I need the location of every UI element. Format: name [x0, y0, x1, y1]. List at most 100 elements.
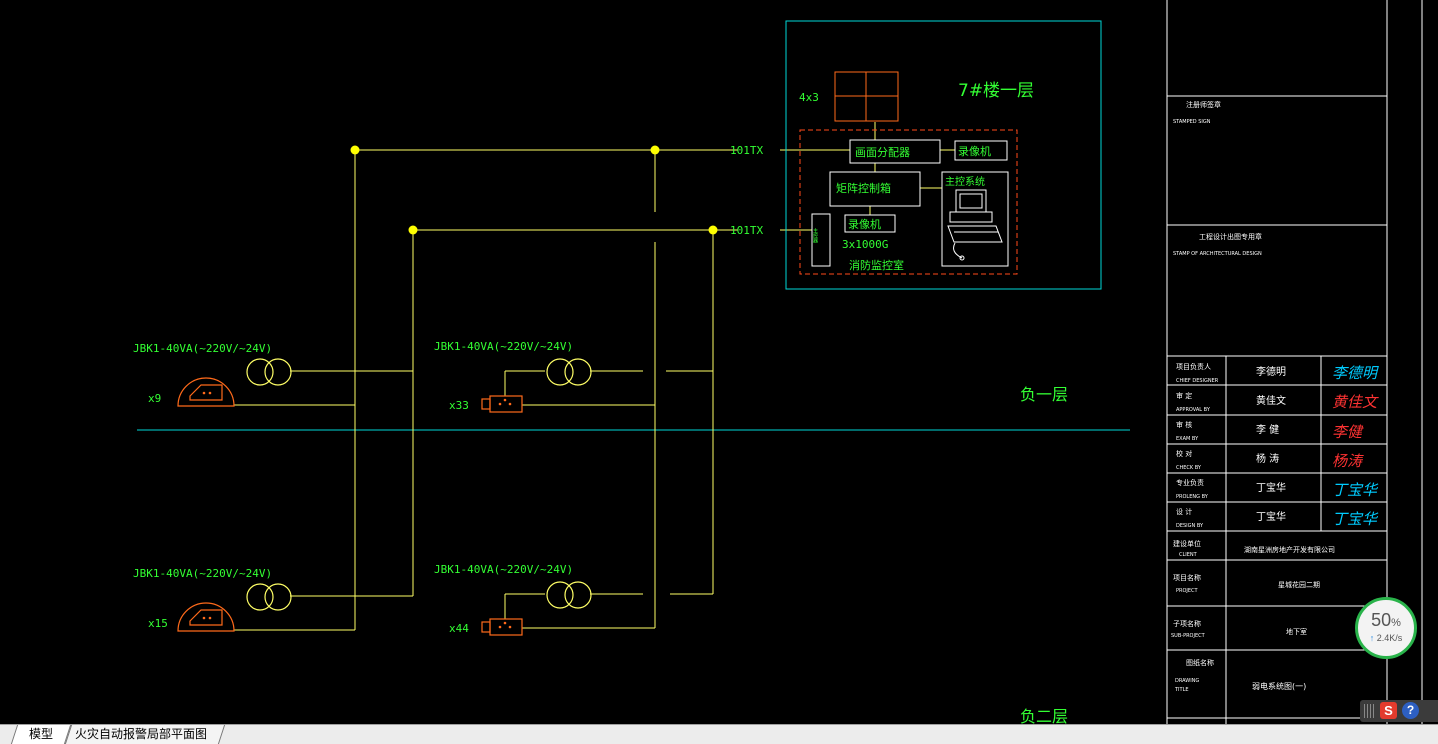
monitor-wall-icon: [834, 71, 899, 122]
junction-node: [708, 225, 718, 235]
camera-lens-icon: [202, 391, 206, 395]
row-name: 丁宝华: [1256, 510, 1286, 523]
recorder-box: [954, 140, 1008, 161]
row-label-en: APPROVAL BY: [1176, 407, 1211, 413]
camera-count-label: x15: [148, 617, 168, 630]
help-icon[interactable]: ?: [1402, 702, 1419, 719]
project-value: 星城花园二期: [1278, 580, 1320, 589]
row-label-cn: 项目负责人: [1176, 362, 1211, 371]
control-room-name: 消防监控室: [849, 258, 904, 272]
row-signature: 丁宝华: [1332, 510, 1379, 528]
camera-lens-icon: [202, 616, 206, 620]
row-name: 李 健: [1256, 423, 1279, 436]
row-signature: 丁宝华: [1332, 481, 1379, 499]
client-label-en: CLIENT: [1179, 552, 1198, 558]
transformer-spec-label: JBK1-40VA(~220V/~24V): [133, 567, 272, 580]
row-name: 黄佳文: [1256, 394, 1286, 407]
row-signature: 李健: [1332, 423, 1364, 441]
screen-splitter-box: [849, 139, 941, 164]
vertical-controller-label: 主控器: [812, 227, 818, 244]
transformer-spec-label: JBK1-40VA(~220V/~24V): [434, 563, 573, 576]
project-info: 建设单位 CLIENT 湖南星洲房地产开发有限公司 项目名称 PROJECT 星…: [1171, 539, 1335, 693]
row-label-en: PROLENG BY: [1176, 494, 1209, 500]
dome-camera-icon: [177, 377, 235, 632]
stamp-sign-cn: 注册师签章: [1186, 100, 1221, 109]
floor-label-basement1: 负一层: [1020, 385, 1068, 404]
stamp-sign-en: STAMPED SIGN: [1173, 119, 1211, 125]
junction-node: [650, 145, 660, 155]
network-speed-widget[interactable]: 50% ↑ 2.4K/s: [1355, 597, 1417, 659]
drawing-title-label-en1: DRAWING: [1175, 678, 1199, 684]
row-signature: 黄佳文: [1332, 393, 1379, 411]
project-label-cn: 项目名称: [1173, 573, 1201, 582]
box-camera-icon: [481, 395, 523, 636]
dvr-box: [844, 214, 896, 233]
row-label-en: DESIGN BY: [1176, 523, 1204, 529]
bus-label-101tx: 101TX: [730, 224, 763, 237]
drawing-title-label-en2: TITLE: [1174, 687, 1189, 693]
subproject-value: 地下室: [1286, 627, 1307, 636]
subproject-label-cn: 子项名称: [1173, 619, 1201, 628]
drag-handle-icon[interactable]: [1364, 704, 1374, 718]
drawing-title-value: 弱电系统图(一): [1252, 681, 1306, 691]
main-system-label: 主控系统: [945, 175, 985, 188]
computer-workstation-icon: [947, 189, 1003, 261]
bus-label-101tx: 101TX: [730, 144, 763, 157]
matrix-controller-box: [829, 171, 921, 207]
tab-fire-alarm-layout[interactable]: 火灾自动报警局部平面图: [64, 725, 226, 744]
row-label-cn: 审 核: [1176, 420, 1192, 429]
tab-model[interactable]: 模型: [10, 725, 72, 744]
row-label-cn: 设 计: [1176, 507, 1192, 516]
cad-model-space[interactable]: 101TX 101TX JBK1-40VA(~220V/~24V) x9 JBK…: [0, 0, 1438, 724]
camera-count-label: x9: [148, 392, 161, 405]
camera-lens-icon: [208, 391, 212, 395]
camera-lens-icon: [208, 616, 212, 620]
sogou-logo-icon[interactable]: S: [1380, 702, 1397, 719]
row-label-en: CHECK BY: [1176, 465, 1202, 471]
row-label-en: CHIEF DESIGNER: [1176, 378, 1219, 384]
arch-stamp-cn: 工程设计出图专用章: [1199, 232, 1262, 241]
monitor-grid-label: 4x3: [799, 91, 819, 104]
vertical-controller-box: [811, 213, 831, 267]
subproject-label-en: SUB-PROJECT: [1171, 633, 1206, 639]
junction-node: [350, 145, 360, 155]
layout-tab-bar: 模型 火灾自动报警局部平面图: [0, 724, 1438, 744]
control-room-dashed-box: [799, 129, 1018, 275]
row-label-cn: 审 定: [1176, 391, 1192, 400]
row-signature: 李德明: [1332, 364, 1379, 382]
transformer-spec-label: JBK1-40VA(~220V/~24V): [434, 340, 573, 353]
speed-rate: ↑ 2.4K/s: [1369, 633, 1403, 643]
upload-arrow-icon: ↑: [1369, 633, 1375, 643]
row-label-en: EXAM BY: [1176, 436, 1199, 442]
row-name: 李德明: [1256, 365, 1286, 378]
junction-node: [408, 225, 418, 235]
main-system-box: [941, 171, 1009, 267]
recorder-label: 录像机: [958, 144, 991, 158]
client-label-cn: 建设单位: [1173, 539, 1201, 548]
camera-count-label: x33: [449, 399, 469, 412]
transformer-spec-label: JBK1-40VA(~220V/~24V): [133, 342, 272, 355]
floor-label-building7: 7#楼一层: [958, 81, 1034, 101]
bus-wires: [234, 122, 955, 631]
row-name: 杨 涛: [1256, 452, 1279, 465]
row-name: 丁宝华: [1256, 481, 1286, 494]
row-label-cn: 校 对: [1176, 449, 1192, 458]
drawing-title-label-cn: 图纸名称: [1186, 658, 1214, 667]
junction-nodes: [350, 145, 718, 235]
dvr-label: 录像机: [848, 217, 881, 231]
screen-splitter-label: 画面分配器: [855, 146, 910, 159]
row-signature: 杨涛: [1332, 452, 1364, 470]
project-label-en: PROJECT: [1176, 588, 1199, 594]
row-label-cn: 专业负责: [1176, 478, 1204, 487]
matrix-controller-label: 矩阵控制箱: [836, 181, 891, 195]
control-room-boundary: [785, 20, 1102, 290]
storage-label: 3x1000G: [842, 238, 888, 251]
arch-stamp-en: STAMP OF ARCHITECTURAL DESIGN: [1173, 251, 1262, 257]
transformer-icon: [246, 358, 592, 611]
signature-rows: 项目负责人 CHIEF DESIGNER 李德明 李德明 审 定 APPROVA…: [1176, 362, 1379, 529]
floor-label-basement2: 负二层: [1020, 707, 1068, 724]
speed-percent: 50%: [1371, 610, 1401, 630]
client-value: 湖南星洲房地产开发有限公司: [1244, 545, 1335, 554]
camera-count-label: x44: [449, 622, 469, 635]
ime-toolbar[interactable]: S ?: [1360, 700, 1438, 722]
